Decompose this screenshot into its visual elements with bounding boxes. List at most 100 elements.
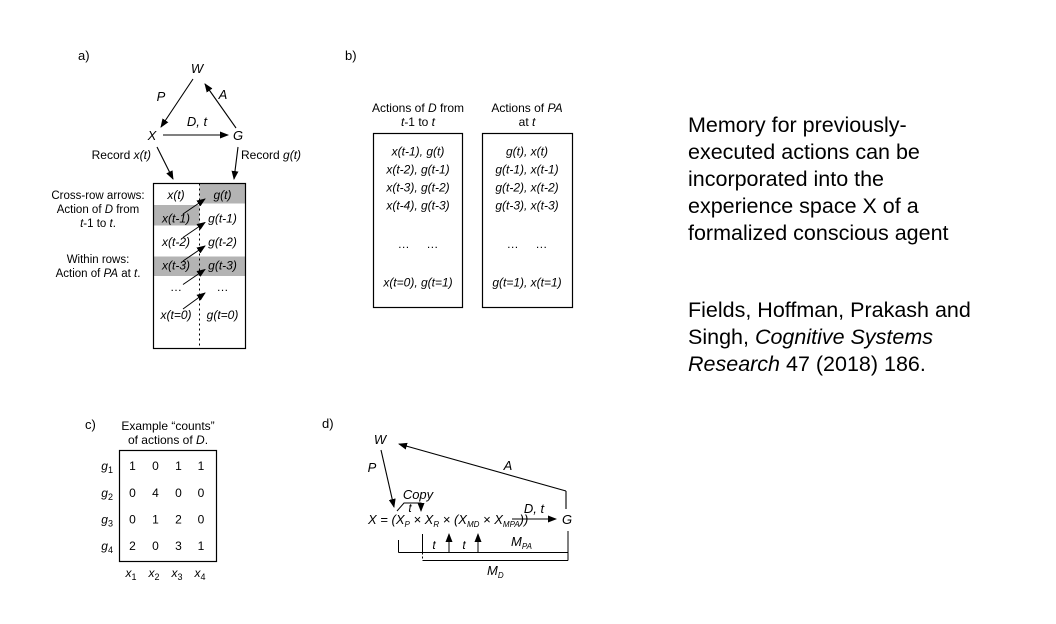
list-item: g(t-2), x(t-2): [495, 181, 558, 195]
matrix-cell: 0: [129, 486, 136, 500]
arrow-p-w-to-x: [160, 78, 194, 128]
panel-d: d) W A P Copy t X = (XP × XR × (XMD × XM…: [322, 416, 572, 580]
panel-c-label: c): [85, 417, 96, 432]
panel-a-annotations: Cross-row arrows: Action of D from t-1 t…: [51, 190, 144, 280]
table-cell: g(t-2): [208, 235, 237, 249]
table-cell: x(t-1): [161, 212, 190, 226]
list-item: x(t=0), g(t=1): [382, 276, 452, 290]
col-label: x3: [170, 566, 182, 582]
matrix-cell: 0: [198, 513, 205, 527]
list-header-pa: Actions of PA: [491, 101, 562, 115]
edge-label-p: P: [368, 460, 377, 475]
counts-title-line1: Example “counts”: [121, 419, 214, 433]
headline-line: Memory for previously-: [688, 113, 907, 137]
annotation-line: Within rows:: [67, 254, 130, 266]
list-item: g(t-3), x(t-3): [495, 199, 558, 213]
citation-line: Fields, Hoffman, Prakash and: [688, 298, 971, 322]
record-x-label: Record x(t): [92, 148, 151, 162]
matrix-cell: 2: [175, 513, 182, 527]
headline-line: formalized conscious agent: [688, 221, 949, 245]
counts-matrix-border: [118, 449, 218, 563]
annotation-line: t-1 to t.: [80, 218, 116, 230]
panel-a-label: a): [78, 48, 90, 63]
row-label: g1: [101, 459, 113, 475]
record-g-label: Record g(t): [241, 148, 301, 162]
list-item: x(t-4), g(t-3): [385, 199, 449, 213]
matrix-cell: 0: [129, 513, 136, 527]
list-header-d-line2: t-1 to t: [401, 115, 436, 129]
node-g: G: [233, 128, 243, 143]
citation-line: Singh, Cognitive Systems: [688, 325, 933, 349]
matrix-cell: 4: [152, 486, 159, 500]
headline-line: incorporated into the: [688, 167, 885, 191]
cross-row-arrow: [182, 245, 206, 262]
cross-row-arrow: [182, 292, 206, 310]
panel-b-label: b): [345, 48, 357, 63]
copy-t-label: t: [408, 501, 412, 515]
panel-a: a) W P A X G D, t Record x(t) Record g(t…: [51, 48, 301, 350]
matrix-cell: 0: [198, 486, 205, 500]
matrix-cell: 0: [152, 539, 159, 553]
arrow-a-to-w: [398, 442, 567, 492]
shaded-cell-g-t: [199, 184, 246, 204]
counts-row-labels: g1 g2 g3 g4: [101, 459, 113, 555]
arrow-a-g-to-w: [204, 83, 237, 129]
counts-col-labels: x1 x2 x3 x4: [124, 566, 205, 582]
memory-table-cells: x(t) g(t) x(t-1) g(t-1) x(t-2) g(t-2) x(…: [159, 188, 238, 322]
annotation-line: Action of D from: [57, 204, 139, 216]
arrow-record-x: [156, 146, 174, 180]
list-item: g(t=1), x(t=1): [492, 276, 561, 290]
counts-matrix-values: 1 0 1 1 0 4 0 0 0 1 2 0 2 0 3 1: [129, 459, 205, 553]
node-g: G: [562, 512, 572, 527]
list-item: x(t-1), g(t): [391, 145, 445, 159]
list-item-ellipsis: … …: [398, 237, 439, 251]
table-cell-ellipsis: …: [170, 280, 182, 294]
headline: Memory for previously- executed actions …: [688, 112, 949, 247]
cross-row-arrow: [182, 198, 206, 215]
matrix-cell: 1: [198, 459, 205, 473]
panel-b: b) Actions of D from t-1 to t Actions of…: [345, 48, 574, 309]
d-actions-rows: x(t-1), g(t) x(t-2), g(t-1) x(t-3), g(t-…: [382, 145, 452, 290]
arrow-record-g: [231, 146, 239, 180]
col-label: x1: [124, 566, 136, 582]
annotation-line: Cross-row arrows:: [51, 190, 144, 202]
table-cell: g(t-1): [208, 212, 237, 226]
edge-label-p: P: [157, 89, 166, 104]
table-cell: g(t=0): [207, 308, 239, 322]
table-cell: x(t-3): [161, 259, 190, 273]
list-item: g(t), x(t): [506, 145, 548, 159]
pa-actions-box: [481, 132, 574, 309]
cross-row-arrow: [182, 221, 206, 238]
table-cell-ellipsis: …: [217, 280, 229, 294]
edge-label-dt: D, t: [187, 114, 209, 129]
memory-d-label: MD: [487, 563, 504, 580]
citation: Fields, Hoffman, Prakash and Singh, Cogn…: [688, 297, 971, 378]
table-cell: g(t): [214, 188, 232, 202]
t-label: t: [432, 538, 436, 552]
matrix-cell: 1: [129, 459, 136, 473]
list-item: g(t-1), x(t-1): [495, 163, 558, 177]
table-cell: g(t-3): [208, 259, 237, 273]
matrix-cell: 3: [175, 539, 182, 553]
cross-row-arrows: [182, 198, 206, 310]
edge-label-a: A: [503, 458, 513, 473]
headline-line: experience space X of a: [688, 194, 919, 218]
node-w: W: [191, 61, 205, 76]
table-cell: x(t=0): [159, 308, 191, 322]
headline-line: executed actions can be: [688, 140, 920, 164]
table-cell: x(t-2): [161, 235, 190, 249]
node-w: W: [374, 432, 388, 447]
annotation-line: Action of PA at t.: [56, 268, 141, 280]
node-x: X: [147, 128, 158, 143]
col-label: x2: [147, 566, 159, 582]
list-header-pa-line2: at t: [519, 115, 536, 129]
panel-c: c) Example “counts” of actions of D. g1 …: [85, 417, 218, 582]
row-label: g2: [101, 486, 113, 502]
d-actions-box: [372, 132, 464, 309]
copy-bracket-arrow: [396, 502, 425, 512]
panel-d-label: d): [322, 416, 334, 431]
table-cell: x(t): [166, 188, 184, 202]
list-item: x(t-2), g(t-1): [385, 163, 449, 177]
matrix-cell: 0: [152, 459, 159, 473]
